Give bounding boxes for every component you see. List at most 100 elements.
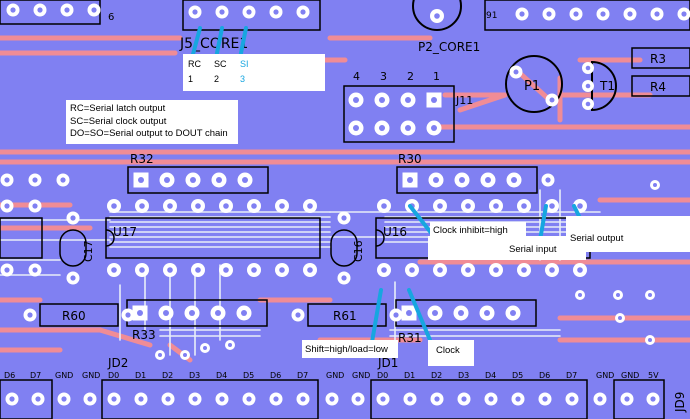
u16-bottom-pad-1-hole — [381, 267, 387, 273]
bottom-pin-label-8: D3 — [189, 371, 200, 380]
top-left-number: 6 — [108, 12, 114, 23]
r31-pad-1-hole — [406, 310, 412, 316]
jd1-pad-6-hole — [515, 396, 521, 402]
top-left-header-pad-2-hole — [37, 7, 43, 13]
component-pads — [0, 3, 690, 406]
jd-gnd-mid-pad-2-hole — [355, 396, 361, 402]
top-right-header-pad-3-hole — [573, 11, 579, 17]
jd1-pad-4-hole — [461, 396, 467, 402]
serial-output-callout: Serial output — [566, 216, 690, 252]
u17-outline — [105, 217, 321, 259]
jd1-pad-8-hole — [569, 396, 575, 402]
r61-outline — [307, 303, 387, 327]
u16-bottom-pad-8-hole — [577, 267, 583, 273]
r4-label: R4 — [650, 80, 666, 94]
via-3-hole — [203, 346, 207, 350]
bottom-pin-label-21: D6 — [539, 371, 550, 380]
r30-pad-1-hole — [433, 177, 439, 183]
r33-label: R33 — [132, 328, 156, 342]
r33-pad-1-hole — [163, 310, 169, 316]
u17-bottom-pad-1-hole — [111, 267, 117, 273]
top-left-header-pad-3-hole — [64, 7, 70, 13]
top-right-header-pad-5-hole — [627, 11, 633, 17]
jd1-pad-1-hole — [380, 396, 386, 402]
bottom-pin-label-14: GND — [352, 371, 370, 380]
u16-bottom-pad-4-hole — [465, 267, 471, 273]
jd1-label: JD1 — [377, 356, 398, 370]
jd1-pad-2-hole — [407, 396, 413, 402]
clock-callout: Clock — [428, 340, 474, 366]
j11-pin-label-1: 1 — [433, 70, 440, 83]
r33-pad-3-hole — [215, 310, 221, 316]
u16-top-pad-5-hole — [493, 203, 499, 209]
bottom-pin-label-4: GND — [82, 371, 100, 380]
legend-line-do: DO=SO=Serial output to DOUT chain — [70, 128, 228, 139]
r32-pad-2-hole — [190, 177, 196, 183]
bottom-pin-label-1: D6 — [4, 371, 15, 380]
j11-pin1-square-hole — [431, 97, 437, 103]
u17-top-pad-2-hole — [139, 203, 145, 209]
left-col-pad-3-hole — [60, 177, 66, 183]
bottom-pin-label-6: D1 — [135, 371, 146, 380]
jd1-pad-3-hole — [434, 396, 440, 402]
j11-row2-pad-3-hole — [405, 125, 411, 131]
jd1-outline — [370, 379, 588, 419]
r31-pad-1-hole — [432, 310, 438, 316]
u16-bottom-pad-3-hole — [437, 267, 443, 273]
jd2-pad-1-hole — [111, 396, 117, 402]
callout-shift-load-line — [370, 288, 383, 344]
c17-outline — [59, 229, 87, 267]
callout-serial-input-line — [538, 204, 548, 242]
u16-bottom-pad-2-hole — [409, 267, 415, 273]
jd-gnd-mid-pad-1-hole — [329, 396, 335, 402]
via-1-hole — [158, 353, 162, 357]
callout-clock-line — [407, 288, 432, 342]
top-mid-header-pad-3-hole — [246, 9, 252, 15]
u16-bottom-pad-6-hole — [521, 267, 527, 273]
u16-top-pad-1-hole — [381, 203, 387, 209]
via-6-hole — [616, 293, 620, 297]
r31-pad-3-hole — [484, 310, 490, 316]
bottom-pin-label-22: D7 — [566, 371, 577, 380]
bottom-pin-label-20: D5 — [512, 371, 523, 380]
j11-pin-label-3: 3 — [380, 70, 387, 83]
r33-pad-2-hole — [189, 310, 195, 316]
bottom-pin-label-18: D3 — [458, 371, 469, 380]
top-layer-traces — [0, 35, 690, 363]
jd9-outline — [613, 379, 665, 419]
via-4-hole — [228, 343, 232, 347]
u17-top-pad-8-hole — [307, 203, 313, 209]
left-chip-bottom-pad-1-hole — [4, 267, 10, 273]
r60-outline — [39, 303, 119, 327]
u17-top-pad-5-hole — [223, 203, 229, 209]
r30-label: R30 — [398, 152, 422, 166]
r31-pad-2-hole — [458, 310, 464, 316]
bottom-pin-label-24: GND — [621, 371, 639, 380]
callout-lines — [190, 26, 587, 344]
r30-outline — [396, 166, 538, 194]
callout-clock-inhibit-line — [408, 204, 434, 236]
u16-top-pad-6-hole — [521, 203, 527, 209]
u17-top-pad-1-hole — [111, 203, 117, 209]
left-chip-top-pad-2-hole — [32, 203, 38, 209]
jd9-pad-1-hole — [624, 396, 630, 402]
p2-core1-label: P2_CORE1 — [418, 40, 480, 54]
jd2-pad-6-hole — [246, 396, 252, 402]
r60-pad-1-hole — [27, 312, 33, 318]
via-8-hole — [618, 316, 622, 320]
header-pin-label-sc: SC — [214, 59, 227, 69]
callout-rc-line — [190, 26, 202, 60]
jd2-pad-7-hole — [273, 396, 279, 402]
bottom-pin-label-25: 5V — [648, 371, 659, 380]
shift-load-callout: Shift=high/load=low — [302, 340, 398, 358]
legend-line-sc: SC=Serial clock output — [70, 115, 167, 127]
bottom-pin-label-16: D1 — [404, 371, 415, 380]
serial-input-callout: Serial input — [428, 236, 586, 260]
jd-left-outline — [0, 379, 53, 419]
u17-top-pad-3-hole — [167, 203, 173, 209]
r32-pad-1-hole — [138, 177, 144, 183]
jd2-pad-4-hole — [192, 396, 198, 402]
r61-pad-2-hole — [393, 312, 399, 318]
bottom-pin-label-15: D0 — [377, 371, 388, 380]
